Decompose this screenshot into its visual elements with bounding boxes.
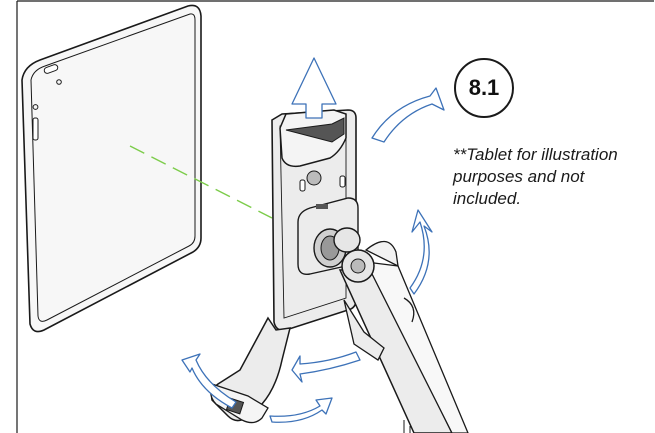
alignment-guide-line [129, 145, 273, 219]
camera-icon [56, 79, 62, 85]
note-line-2: purposes and not [453, 167, 585, 186]
note-line-3: included. [453, 189, 522, 208]
double-curved-arrow-icon [181, 353, 237, 409]
step-number: 8.1 [468, 75, 500, 100]
tablet-device [21, 4, 202, 333]
panel-border [16, 0, 654, 433]
tablet-holder [210, 109, 361, 424]
volume-button [32, 117, 39, 141]
arrow-up-icon [291, 57, 337, 119]
curved-arrow-icon [371, 87, 445, 143]
illustration-note: **Tablet for illustration purposes and n… [453, 144, 655, 210]
mount-arm [338, 240, 469, 433]
double-curved-arrow-icon [409, 209, 433, 295]
double-curved-arrow-icon [269, 397, 333, 423]
power-button [43, 64, 59, 74]
note-line-1: **Tablet for illustration [453, 145, 618, 164]
step-number-badge [454, 58, 514, 118]
double-curved-arrow-icon [291, 351, 361, 383]
